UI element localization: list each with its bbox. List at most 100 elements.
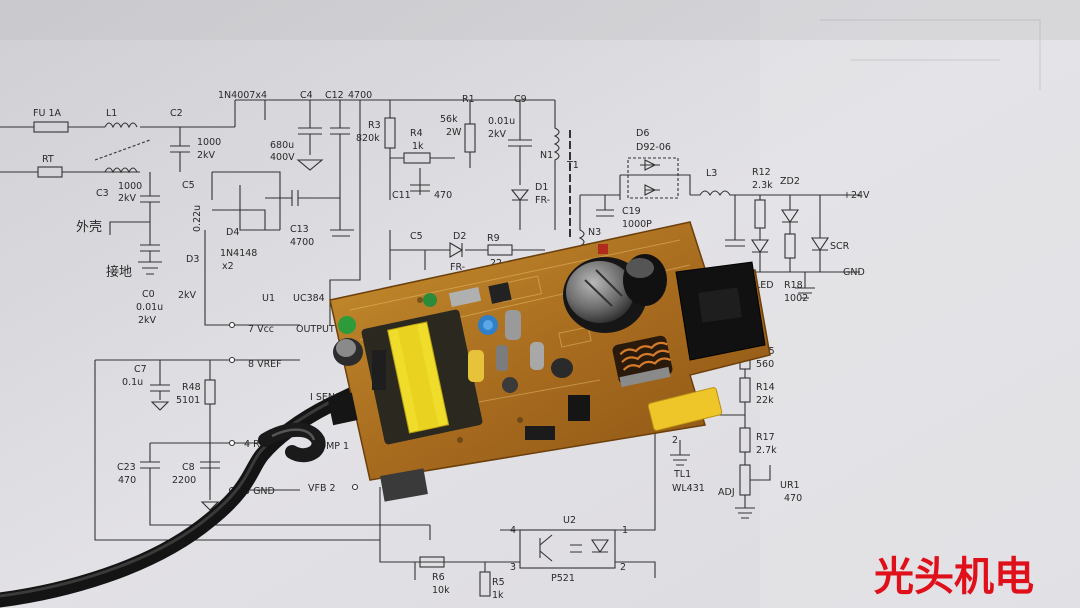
- label-ur1v: 470: [784, 493, 802, 504]
- label-c3v: 1000: [118, 181, 142, 192]
- label-ground: 接地: [106, 264, 132, 280]
- label-r48: R48: [182, 382, 201, 393]
- label-pin4: 4: [510, 525, 516, 536]
- label-r15v: 560: [756, 359, 774, 370]
- label-d1: D1: [535, 182, 548, 193]
- label-c2v: 1000: [197, 137, 221, 148]
- label-r14: R14: [756, 382, 775, 393]
- label-ur1: UR1: [780, 480, 800, 491]
- label-t1: T1: [566, 160, 579, 171]
- label-rt4: 4 RT: [244, 439, 265, 450]
- label-c8: C8: [182, 462, 195, 473]
- label-p24: +24V: [843, 190, 870, 201]
- label-shell: 外壳: [76, 220, 102, 235]
- label-c19v: 1000P: [622, 219, 652, 230]
- label-tl1: TL1: [673, 469, 691, 480]
- label-fuse: FU 1A: [33, 108, 61, 119]
- label-d6: D6: [636, 128, 649, 139]
- label-c7v: 0.1u: [122, 377, 143, 388]
- power-cable: [0, 385, 363, 608]
- label-c0v: 0.01u: [136, 302, 163, 313]
- label-r17: R17: [756, 432, 775, 443]
- label-d3v: 1N4148: [220, 248, 257, 259]
- label-c5a: C5: [182, 180, 195, 191]
- label-c9v: 0.01u: [488, 116, 515, 127]
- label-tl1v: WL431: [672, 483, 705, 494]
- label-r1: R1: [462, 94, 475, 105]
- label-r4v: 1k: [412, 141, 424, 152]
- label-c7: C7: [134, 364, 147, 375]
- label-output: OUTPUT: [296, 324, 335, 335]
- label-r17v: 2.7k: [756, 445, 777, 456]
- label-c23: C23: [117, 462, 136, 473]
- label-d2: D2: [453, 231, 466, 242]
- label-l3: L3: [706, 168, 717, 179]
- label-c23v: 470: [118, 475, 136, 486]
- label-c5: C5: [410, 231, 423, 242]
- label-rt: RT: [42, 154, 54, 165]
- label-c9: C9: [514, 94, 527, 105]
- label-vref: 8 VREF: [248, 359, 282, 370]
- label-c12v: 4700: [348, 90, 372, 101]
- label-vcc: 7 Vcc: [248, 324, 274, 335]
- watermark: 光头机电: [874, 554, 1034, 600]
- label-pin1: 1: [622, 525, 628, 536]
- label-c8v: 2200: [172, 475, 196, 486]
- label-r1v: 56k: [440, 114, 458, 125]
- label-c0kv: 2kV: [138, 315, 157, 326]
- label-gnd: GND: [843, 267, 865, 278]
- label-c9kv: 2kV: [488, 129, 507, 140]
- label-c4v: 680u: [270, 140, 294, 151]
- label-r18: R18: [784, 280, 803, 291]
- schematic-labels: FU 1A L1 C2 1000 2kV RT C3 1000 2kV 外壳 接…: [33, 90, 870, 601]
- label-r4: R4: [410, 128, 423, 139]
- label-c12: C12: [325, 90, 344, 101]
- label-r1w: 2W: [446, 127, 462, 138]
- label-u1v: UC384: [293, 293, 325, 304]
- label-u1: U1: [262, 293, 275, 304]
- label-r6: R6: [432, 572, 445, 583]
- circuit-board: [327, 221, 771, 502]
- label-c3: C3: [96, 188, 109, 199]
- label-comp: COMP 1: [312, 441, 349, 452]
- label-d2v: FR-: [450, 262, 465, 273]
- label-c4vv: 400V: [270, 152, 295, 163]
- label-gnd5: 5 GND: [244, 486, 275, 497]
- label-n1: N1: [540, 150, 553, 161]
- label-c13: C13: [290, 224, 309, 235]
- label-c3kv: 2kV: [118, 193, 137, 204]
- label-d1v: FR-: [535, 195, 550, 206]
- label-r3v: 820k: [356, 133, 380, 144]
- label-r14v: 22k: [756, 395, 774, 406]
- label-r6v: 10k: [432, 585, 450, 596]
- schematic-wires: [0, 99, 860, 597]
- label-d3x: x2: [222, 261, 234, 272]
- label-pin2b: 2: [672, 435, 678, 446]
- label-r3: R3: [368, 120, 381, 131]
- label-scr: SCR: [830, 241, 850, 252]
- label-n3: N3: [588, 227, 601, 238]
- label-d3: D3: [186, 254, 199, 265]
- label-r12: R12: [752, 167, 771, 178]
- label-r18v: 1002: [784, 293, 808, 304]
- label-adj: ADJ: [718, 487, 735, 498]
- label-r5: R5: [492, 577, 505, 588]
- label-c2kv: 2kV: [197, 150, 216, 161]
- label-l1: L1: [106, 108, 117, 119]
- label-pin2: 2: [620, 562, 626, 573]
- label-c2: C2: [170, 108, 183, 119]
- label-u2v: P521: [551, 573, 575, 584]
- label-c4: C4: [300, 90, 313, 101]
- label-r9: R9: [487, 233, 500, 244]
- label-c0kv2: 2kV: [178, 290, 197, 301]
- label-c11: C11: [392, 190, 411, 201]
- label-vfb: VFB 2: [308, 483, 336, 494]
- label-c11v: 470: [434, 190, 452, 201]
- label-d4: D4: [226, 227, 239, 238]
- label-u2: U2: [563, 515, 576, 526]
- label-r48v: 5101: [176, 395, 200, 406]
- label-r5v: 1k: [492, 590, 504, 601]
- label-pin3: 3: [510, 562, 516, 573]
